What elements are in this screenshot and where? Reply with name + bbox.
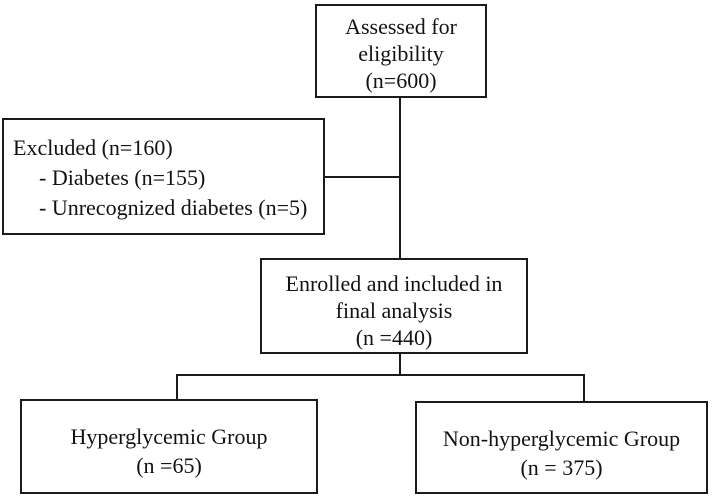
excluded-line: - Unrecognized diabetes (n=5)	[39, 195, 308, 220]
enrolled-line: (n =440)	[355, 325, 433, 350]
box-enrolled-final-analysis: Enrolled and included in final analysis …	[260, 258, 528, 354]
connector-enrolled-stub	[399, 352, 401, 376]
assessed-line: (n=600)	[365, 68, 437, 93]
box-hyperglycemic-group: Hyperglycemic Group (n =65)	[20, 399, 318, 494]
excluded-line: - Diabetes (n=155)	[39, 165, 206, 190]
connector-split-left-drop	[176, 376, 178, 399]
connector-assessed-to-enrolled	[399, 97, 401, 258]
excluded-line: Excluded (n=160)	[13, 135, 173, 160]
non-hyperglycemic-line: (n = 375)	[520, 455, 603, 480]
enrolled-line: final analysis	[335, 298, 453, 323]
hyperglycemic-line: Hyperglycemic Group	[70, 424, 268, 449]
connector-excluded-branch	[325, 176, 399, 178]
hyperglycemic-line: (n =65)	[136, 453, 202, 478]
non-hyperglycemic-line: Non-hyperglycemic Group	[442, 426, 681, 451]
enrolled-line: Enrolled and included in	[285, 271, 503, 296]
box-assessed-eligibility: Assessed for eligibility (n=600)	[315, 4, 487, 98]
assessed-line: Assessed for	[345, 14, 457, 39]
box-non-hyperglycemic-group: Non-hyperglycemic Group (n = 375)	[415, 401, 708, 494]
connector-split-bar	[176, 374, 585, 376]
box-excluded: Excluded (n=160) - Diabetes (n=155) - Un…	[2, 118, 325, 235]
assessed-line: eligibility	[358, 41, 444, 66]
connector-split-right-drop	[583, 376, 585, 401]
